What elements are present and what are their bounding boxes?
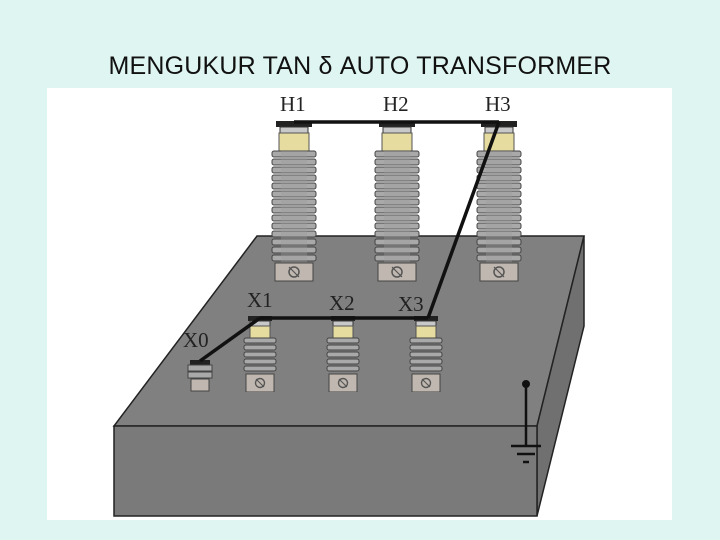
tank-front [113,425,538,517]
label-x3: X3 [398,292,424,316]
label-h3: H3 [485,92,511,116]
label-x2: X2 [329,291,355,315]
label-x1: X1 [247,288,273,312]
label-h2: H2 [383,92,409,116]
bushing-x0 [187,360,213,392]
transformer-drawing: H1 H2 H3 X1 X2 X3 X0 [112,92,585,517]
label-h1: H1 [280,92,306,116]
wire-x1-x0 [198,316,262,363]
bushing-h1 [271,120,317,282]
label-x0: X0 [183,328,209,352]
wire-h3-x3 [426,121,501,319]
ground-symbol [511,380,541,464]
bushing-h3 [476,120,522,282]
slide-title: MENGUKUR TAN δ AUTO TRANSFORMER [108,52,612,80]
transformer-diagram: H1 H2 H3 X1 X2 X3 X0 [47,88,672,520]
bushing-h2 [374,120,420,282]
connection-wires [198,120,501,363]
